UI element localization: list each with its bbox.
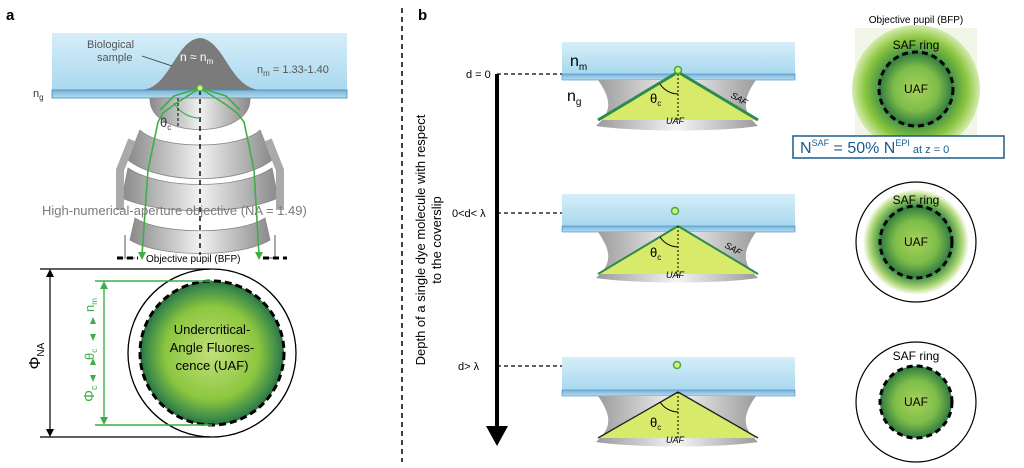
green-rays-a bbox=[141, 87, 260, 256]
uaf-disc-b2 bbox=[880, 206, 952, 278]
pupil-header-b: Objective pupil (BFP) bbox=[869, 15, 963, 26]
objective-label: High-numerical-aperture objective (NA = … bbox=[42, 203, 307, 218]
saf-edge-right-b2 bbox=[677, 225, 759, 275]
dye-molecule-a bbox=[196, 84, 204, 92]
phi-na-dimension bbox=[40, 268, 210, 438]
depth-label-d0: d = 0 bbox=[466, 69, 491, 81]
uaf-label-b1: UAF bbox=[904, 82, 928, 96]
formula-text: NSAF = 50% NEPI at z = 0 bbox=[800, 138, 949, 157]
saf-ring-label-b2: SAF ring bbox=[893, 193, 940, 207]
saf-ring-label-b3: SAF ring bbox=[893, 349, 940, 363]
phi-na-arrow-up bbox=[46, 269, 54, 277]
phi-c-arrow-up bbox=[100, 281, 108, 289]
uaf-edge-right-b3 bbox=[677, 391, 759, 439]
phi-c-label: Φc bbox=[81, 385, 99, 402]
uaf-cone-label-b2: UAF bbox=[666, 270, 685, 280]
theta-arc-b3 bbox=[659, 401, 679, 413]
depth-axis-label-1: Depth of a single dye molecule with resp… bbox=[413, 114, 428, 365]
uaf-disc-b1 bbox=[879, 52, 953, 126]
objective-barrel-left bbox=[116, 138, 136, 210]
uaf-cone-label-b1: UAF bbox=[666, 116, 685, 126]
theta-label-a: θc bbox=[160, 115, 171, 132]
pupil-label-a: Objective pupil (BFP) bbox=[146, 254, 240, 265]
theta-arc-b1 bbox=[659, 83, 679, 95]
theta-c-label-a: θc bbox=[82, 349, 99, 360]
phi-na-arrow-down bbox=[46, 429, 54, 437]
theta-arc-b2 bbox=[659, 236, 679, 248]
dye-molecule-b2 bbox=[670, 206, 680, 216]
biological-sample-bump bbox=[140, 38, 262, 90]
uaf-disc-a bbox=[140, 281, 284, 425]
row-d0: d = 0 nm ng θc SAF UAF Objective pupil (… bbox=[466, 15, 1005, 159]
ray-arrow-left bbox=[138, 252, 146, 260]
nm-range-label: nm = 1.33-1.40 bbox=[257, 64, 329, 78]
depth-axis-label-2: to the coverslip bbox=[429, 196, 444, 283]
saf-edge-left-b1 bbox=[597, 70, 679, 122]
objective-barrel-right bbox=[264, 138, 284, 210]
theta-label-b3: θc bbox=[650, 415, 661, 432]
saf-edge-left-b2 bbox=[597, 225, 679, 275]
theta-label-b2: θc bbox=[650, 245, 661, 262]
small-arrows bbox=[90, 317, 96, 382]
phi-na-label: ΦNA bbox=[27, 342, 47, 369]
n-m-label-a: nm bbox=[82, 298, 99, 312]
front-lens bbox=[149, 97, 251, 130]
panel-a-label: a bbox=[6, 7, 15, 24]
uaf-cone-label-b3: UAF bbox=[666, 435, 685, 445]
saf-edge-right-b1 bbox=[677, 70, 759, 122]
critical-ring-b1 bbox=[877, 50, 955, 128]
ng-label-b1: ng bbox=[567, 88, 581, 108]
phi-c-arrow-down bbox=[100, 417, 108, 425]
uaf-disc-b3 bbox=[880, 366, 952, 438]
formula-box bbox=[792, 135, 1005, 159]
dye-molecule-b3 bbox=[672, 360, 682, 370]
sample-pointer bbox=[141, 55, 173, 67]
depth-label-dmid: 0<d< λ bbox=[452, 208, 486, 220]
uaf-edge-left-b3 bbox=[597, 391, 679, 439]
critical-ring-b3 bbox=[878, 364, 954, 440]
dye-molecule-b1 bbox=[673, 65, 683, 75]
depth-label-dfar: d> λ bbox=[458, 361, 480, 373]
theta-arc-a bbox=[173, 102, 201, 119]
phi-c-dimension bbox=[95, 280, 212, 426]
uaf-label-3: cence (UAF) bbox=[176, 358, 249, 373]
ray-arrow-right bbox=[255, 252, 263, 260]
panel-b-label: b bbox=[418, 7, 427, 24]
nm-label-b1: nm bbox=[570, 53, 587, 73]
uaf-label-b3: UAF bbox=[904, 395, 928, 409]
row-d-far: d> λ θc UAF SAF ring UAF bbox=[458, 341, 977, 463]
depth-axis-arrowhead bbox=[486, 426, 508, 446]
uaf-cone-b3 bbox=[598, 392, 758, 438]
sample-label-2: sample bbox=[97, 52, 132, 64]
n-approx-label: n ≈ nm bbox=[180, 50, 214, 66]
uaf-label-1: Undercritical- bbox=[174, 322, 251, 337]
theta-label-b1: θc bbox=[650, 91, 661, 108]
row-d-mid: 0<d< λ θc SAF UAF SAF ring UAF bbox=[452, 181, 977, 303]
uaf-label-2: Angle Fluores- bbox=[170, 340, 255, 355]
uaf-label-b2: UAF bbox=[904, 235, 928, 249]
ng-label-a: ng bbox=[33, 88, 44, 102]
critical-ring-b2 bbox=[878, 204, 954, 280]
sample-label-1: Biological bbox=[87, 39, 134, 51]
saf-ring-label-b1: SAF ring bbox=[893, 38, 940, 52]
